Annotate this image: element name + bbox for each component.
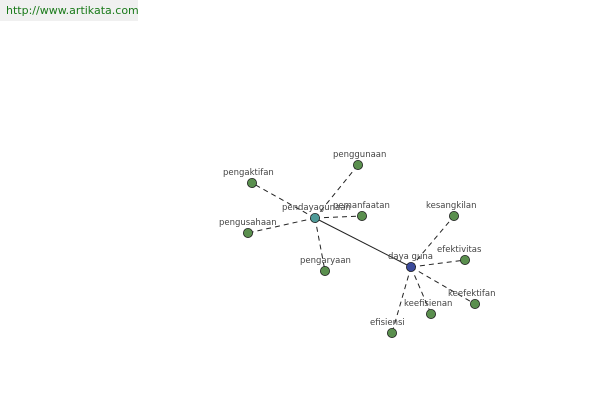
node-keefisienan[interactable] — [425, 308, 436, 319]
node-label-pengaryaan: pengaryaan — [300, 256, 351, 266]
edge-pendayagunaan-pengaktifan — [251, 182, 316, 219]
node-label-pemanfaatan: pemanfaatan — [333, 201, 390, 211]
node-pengaktifan[interactable] — [246, 177, 257, 188]
node-label-pendayagunaan: pendayagunaan — [282, 203, 351, 213]
node-label-efisiensi: efisiensi — [370, 318, 405, 328]
node-pemanfaatan[interactable] — [356, 210, 367, 221]
node-penggunaan[interactable] — [352, 159, 363, 170]
node-keefektifan[interactable] — [469, 298, 480, 309]
node-daya-guna[interactable] — [405, 261, 416, 272]
node-label-efektivitas: efektivitas — [437, 245, 482, 255]
edge-daya_guna-efisiensi — [391, 266, 412, 334]
nodes-layer — [242, 159, 480, 338]
labels-layer: pendayagunaan daya guna penggunaan pengakti… — [219, 150, 496, 328]
node-label-keefisienan: keefisienan — [404, 299, 452, 309]
node-efisiensi[interactable] — [386, 327, 397, 338]
node-label-pengaktifan: pengaktifan — [223, 168, 274, 178]
edge-pendayagunaan-pemanfaatan — [314, 215, 363, 219]
edge-daya_guna-keefektifan — [410, 266, 476, 305]
node-pengaryaan[interactable] — [319, 265, 330, 276]
edge-pendayagunaan-daya_guna — [314, 217, 412, 268]
node-pengusahaan[interactable] — [242, 227, 253, 238]
edge-pendayagunaan-pengusahaan — [247, 217, 316, 234]
source-url-label: http://www.artikata.com — [0, 0, 139, 21]
node-pendayagunaan[interactable] — [309, 212, 320, 223]
edge-daya_guna-efektivitas — [410, 259, 466, 268]
edges-layer — [247, 164, 476, 334]
node-label-pengusahaan: pengusahaan — [219, 218, 277, 228]
node-label-penggunaan: penggunaan — [333, 150, 386, 160]
node-kesangkilan[interactable] — [448, 210, 459, 221]
node-label-kesangkilan: kesangkilan — [426, 201, 477, 211]
edge-pendayagunaan-penggunaan — [314, 164, 359, 219]
node-label-daya-guna: daya guna — [388, 252, 433, 262]
edge-daya_guna-kesangkilan — [410, 215, 455, 268]
node-efektivitas[interactable] — [459, 254, 470, 265]
node-label-keefektifan: keefektifan — [448, 289, 496, 299]
